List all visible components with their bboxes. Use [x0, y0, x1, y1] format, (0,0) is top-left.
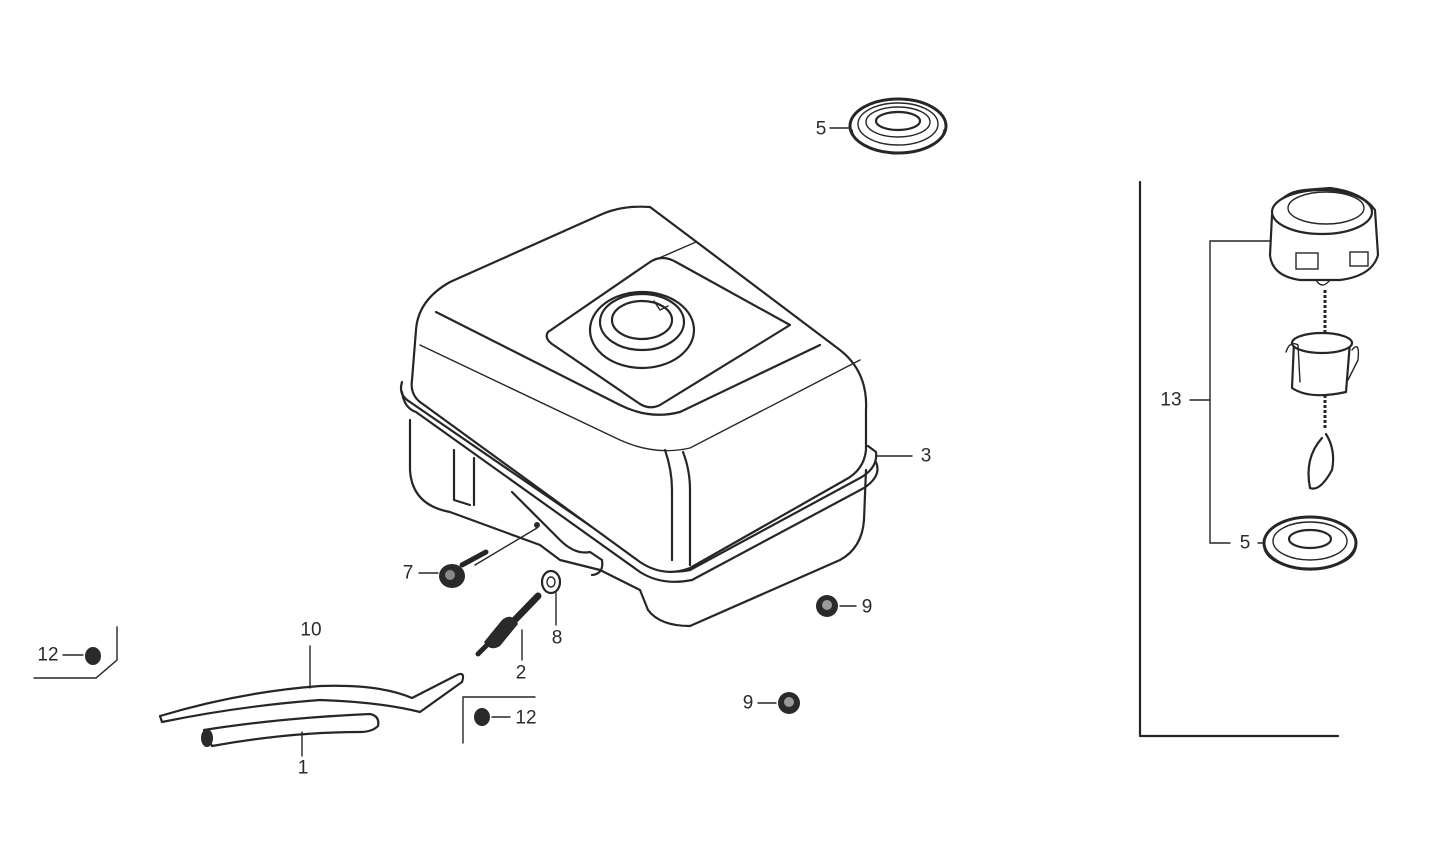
- callout-3: 3: [920, 445, 932, 467]
- callout-12-left: 12: [37, 644, 59, 666]
- fuel-tank-icon: [399, 205, 879, 628]
- fuel-valve-icon: [475, 592, 542, 661]
- callout-12-right: 12: [515, 707, 537, 729]
- filler-cap-icon: [1262, 186, 1380, 571]
- assembly-bracket-13: [1209, 240, 1271, 544]
- flange-bolt-icon: [418, 527, 538, 588]
- callout-10: 10: [300, 619, 322, 641]
- hose-clip-right-icon: [462, 696, 536, 744]
- seal-ring-top-icon: [829, 97, 948, 155]
- callout-2: 2: [515, 662, 527, 684]
- callout-5-top: 5: [815, 118, 827, 140]
- callout-1: 1: [297, 757, 309, 779]
- washer-icon: [540, 569, 562, 626]
- callout-9-lower: 9: [742, 692, 754, 714]
- cushion-nut-lower-icon: [757, 692, 800, 714]
- hose-clip-left-icon: [33, 626, 118, 679]
- inset-frame: [1138, 180, 1340, 738]
- breather-tube-icon: [158, 645, 465, 724]
- callout-9-upper: 9: [861, 596, 873, 618]
- callout-8: 8: [551, 627, 563, 649]
- fuel-hose-icon: [201, 712, 380, 757]
- callout-13: 13: [1160, 389, 1182, 411]
- callout-7: 7: [402, 562, 414, 584]
- callout-5-inset: 5: [1239, 532, 1251, 554]
- cushion-nut-upper-icon: [816, 595, 857, 617]
